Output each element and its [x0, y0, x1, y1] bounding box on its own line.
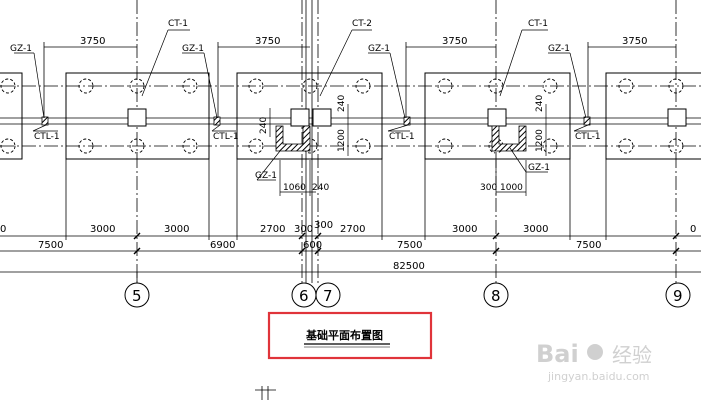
- label-gz1-c: GZ-1: [368, 44, 390, 54]
- label-ctl1-d: CTL-1: [575, 132, 601, 142]
- dim-3000-a: 3000: [90, 224, 115, 235]
- dim-0-b: 0: [690, 224, 696, 235]
- dim-3750-b: 3750: [255, 36, 280, 47]
- piles: [0, 78, 684, 154]
- dim-7500-b: 7500: [397, 240, 422, 251]
- pile-cap-ct1-axis8: [424, 72, 571, 160]
- watermark: Bai 经验 jingyan.baidu.com: [536, 340, 652, 383]
- pile-cap-ct1-axis5: [65, 72, 210, 160]
- tie-beam-lines: [0, 117, 701, 125]
- axis-bubble-8: [483, 282, 509, 308]
- pile-cap-ct1-axis9: [605, 72, 701, 160]
- axis-bubbles: 5 6 7 8 9: [124, 272, 691, 308]
- dim-2700-a: 2700: [260, 224, 285, 235]
- dim-1200-a: 1200: [337, 129, 347, 152]
- dim-3000-b: 3000: [164, 224, 189, 235]
- dim-300-a: 300: [480, 183, 497, 193]
- dim-240-c: 240: [535, 95, 545, 112]
- title-highlight-box: [267, 311, 433, 360]
- axis-label-8: 8: [491, 287, 501, 305]
- dim-3000-d: 3000: [523, 224, 548, 235]
- top-dim-texts: 3750 3750 3750 3750: [80, 36, 647, 47]
- label-ctl1-a: CTL-1: [34, 132, 60, 142]
- axis-bubble-5: [124, 282, 150, 308]
- label-gz1-e: GZ-1: [255, 171, 277, 181]
- dim-3000-c: 3000: [452, 224, 477, 235]
- dim-1000: 1000: [500, 183, 523, 193]
- top-dimension-lines: [43, 42, 676, 118]
- axis-bubble-7: [315, 282, 341, 308]
- pile-cap-ct2: [236, 72, 383, 160]
- label-ct2: CT-2: [352, 19, 372, 29]
- pile-caps: [0, 72, 701, 160]
- bottom-fragment: [255, 386, 276, 400]
- label-gz1-a: GZ-1: [10, 44, 32, 54]
- watermark-suffix: 经验: [612, 343, 652, 367]
- label-gz1-b: GZ-1: [182, 44, 204, 54]
- watermark-logo: Bai: [536, 340, 579, 368]
- axis-bubble-9: [665, 282, 691, 308]
- small-gz-marks: [41, 116, 591, 126]
- dim-7500-a: 7500: [38, 240, 63, 251]
- local-dimension-lines: [269, 104, 547, 196]
- leader-lines: [14, 29, 598, 181]
- element-labels: GZ-1 CT-1 GZ-1 CT-2 GZ-1 CT-1 GZ-1 CTL-1…: [10, 19, 601, 181]
- axis-label-7: 7: [323, 287, 333, 305]
- dim-300-c: 300: [314, 220, 333, 231]
- dim-ticks: [133, 232, 680, 255]
- dim-1200-b: 1200: [535, 129, 545, 152]
- lower-dim-texts: 0 3000 3000 2700 300 300 2700 3000 3000 …: [0, 220, 696, 272]
- horizontal-grid-lines: [0, 85, 701, 147]
- axis-label-9: 9: [673, 287, 683, 305]
- watermark-url: jingyan.baidu.com: [547, 370, 650, 383]
- label-ctl1-c: CTL-1: [389, 132, 415, 142]
- axis-label-5: 5: [132, 287, 142, 305]
- label-ctl1-b: CTL-1: [213, 132, 239, 142]
- dim-3750-a: 3750: [80, 36, 105, 47]
- columns: [127, 108, 687, 127]
- local-dim-texts: 240 240 1200 240 1200 1060 240 300 1000: [259, 95, 545, 193]
- drawing-title: 基础平面布置图: [305, 328, 383, 342]
- label-gz1-d: GZ-1: [548, 44, 570, 54]
- paw-icon: [587, 344, 603, 360]
- dim-3750-d: 3750: [622, 36, 647, 47]
- lower-dimension-lines: [0, 159, 701, 273]
- label-gz1-f: GZ-1: [528, 163, 550, 173]
- dim-1060: 1060: [283, 183, 306, 193]
- dim-3750-c: 3750: [442, 36, 467, 47]
- dim-300-b: 300: [294, 224, 313, 235]
- dim-6900: 6900: [210, 240, 235, 251]
- dim-240-b: 240: [337, 95, 347, 112]
- hatched-columns: [275, 125, 527, 152]
- pile-cap-ct1-left: [0, 72, 23, 160]
- dim-0-a: 0: [0, 224, 6, 235]
- dim-240-d: 240: [312, 183, 329, 193]
- label-ct1-b: CT-1: [528, 19, 548, 29]
- dim-82500: 82500: [393, 261, 425, 272]
- dim-7500-c: 7500: [576, 240, 601, 251]
- dim-2700-b: 2700: [340, 224, 365, 235]
- axis-label-6: 6: [299, 287, 309, 305]
- dim-600: 600: [303, 240, 322, 251]
- label-ct1-a: CT-1: [168, 19, 188, 29]
- dim-240-a: 240: [259, 117, 269, 134]
